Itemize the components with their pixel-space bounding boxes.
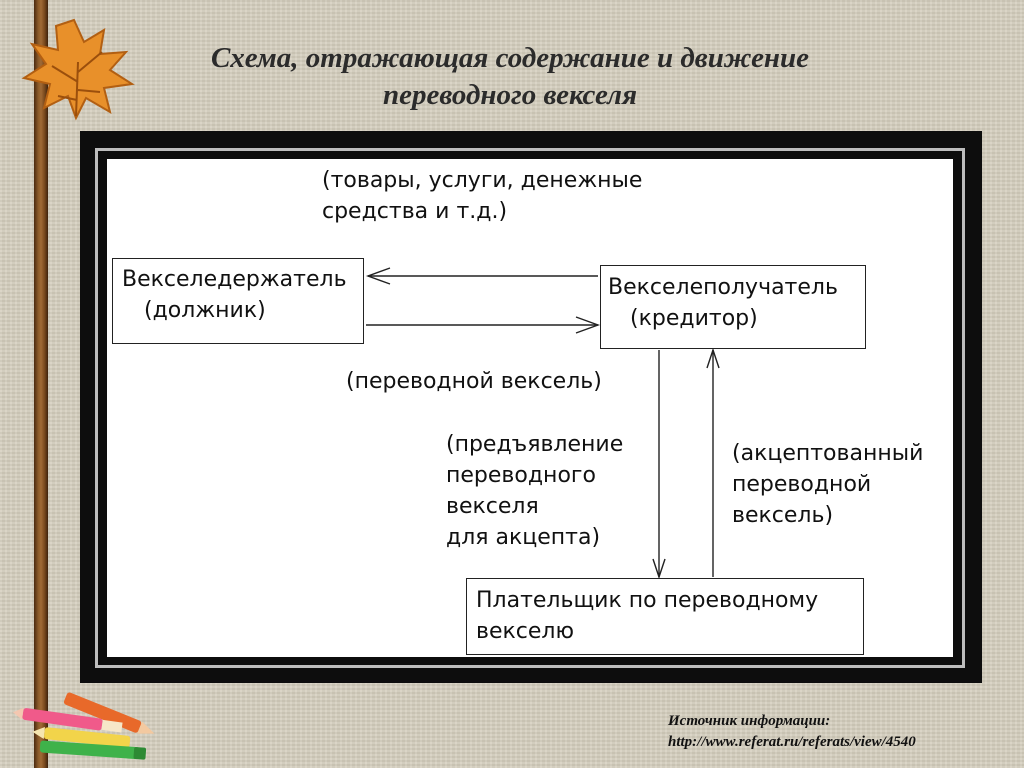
presentation-label-line: (предъявление [446, 432, 624, 457]
source-url: http://www.referat.ru/referats/view/4540 [668, 734, 916, 750]
drawer-box-title: Векселедержатель [122, 267, 347, 292]
payee-box: Векселеполучатель (кредитор) [600, 265, 866, 349]
presentation-label: (предъявление переводного векселя для ак… [446, 429, 623, 553]
autumn-leaf-icon [21, 18, 135, 121]
payer-box-subtitle: векселю [476, 619, 575, 644]
accepted-label-line: переводной [732, 472, 872, 497]
drawer-box: Векселедержатель (должник) [112, 258, 364, 344]
goods-label-line: (товары, услуги, денежные [322, 168, 643, 193]
drawer-box-subtitle: (должник) [144, 298, 266, 323]
diagram-frame-line [95, 148, 965, 668]
source-note: Источник информации: http://www.referat.… [668, 711, 916, 753]
diagram-panel [107, 159, 953, 657]
slide-title: Схема, отражающая содержание и движение … [120, 40, 900, 114]
title-line: Схема, отражающая содержание и движение [210, 42, 810, 74]
presentation-label-line: для акцепта) [446, 525, 601, 550]
title-line: переводного векселя [382, 79, 638, 111]
presentation-label-line: векселя [446, 494, 539, 519]
payee-box-title: Векселеполучатель [608, 275, 838, 300]
accepted-label-line: вексель) [732, 503, 834, 528]
source-label: Источник информации: [668, 713, 831, 729]
payee-box-subtitle: (кредитор) [630, 306, 758, 331]
goods-label: (товары, услуги, денежные средства и т.д… [322, 165, 642, 227]
decorative-wooden-stick [34, 0, 48, 768]
bill-label: (переводной вексель) [346, 369, 602, 394]
accepted-label: (акцептованный переводной вексель) [732, 438, 923, 531]
payer-box-title: Плательщик по переводному [476, 588, 819, 613]
goods-label-line: средства и т.д.) [322, 199, 508, 224]
payer-box: Плательщик по переводному векселю [466, 578, 864, 655]
crayons-icon [12, 692, 155, 760]
presentation-label-line: переводного [446, 463, 596, 488]
accepted-label-line: (акцептованный [732, 441, 924, 466]
